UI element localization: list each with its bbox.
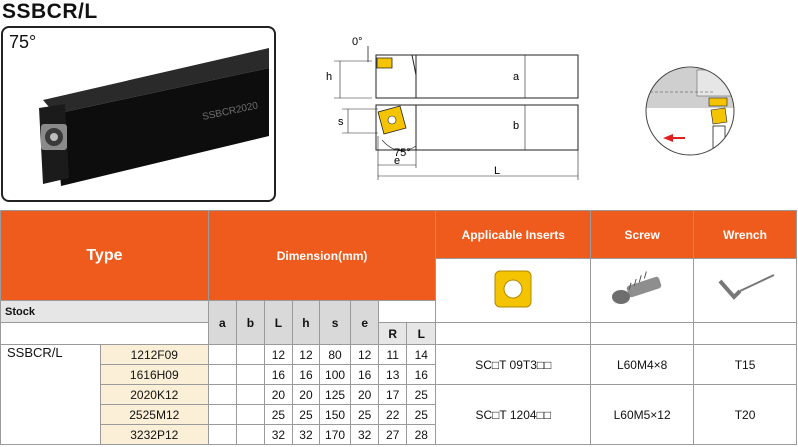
wrench-spacer [693,322,797,345]
table-row: 2020K12 20 20 125 20 17 25 SC□T 1204□□ L… [1,384,797,445]
dimension-value: 22 [378,404,408,425]
screw-icon [612,271,662,304]
dimension-value: 32 [291,424,320,445]
label-b: b [513,120,519,132]
dimension-value: 27 [378,424,408,445]
empty-cell [207,344,237,365]
insert-image-cell [435,258,592,323]
insert-code: SC□T 09T3□□ [435,344,592,385]
approach-angle-label: 75° [9,32,37,52]
screw-code: L60M5×12 [590,384,695,445]
col-h: h [291,300,320,345]
model-code: 1212F09 [99,344,209,365]
header-stock: Stock [0,300,209,323]
header-applicable-inserts: Applicable Inserts [435,210,592,259]
wrench-icon [718,274,775,300]
dimension-value: 150 [318,404,352,425]
dimension-value: 80 [318,344,352,365]
model-code: 2020K12 [99,384,209,405]
dimension-value: 25 [263,404,293,425]
wrench-image-cell [693,258,797,323]
table-row: SSBCR/L 1212F09 12 12 80 12 11 14 SC□T 0… [0,344,797,445]
label-L: L [494,165,500,177]
header-stock-R: R [378,322,408,345]
label-s: s [338,116,344,128]
dimension-value: 14 [406,344,437,365]
dimension-value: 32 [263,424,293,445]
dimension-value: 12 [291,344,320,365]
machining-detail-view [645,66,735,156]
header-dimension: Dimension(mm) [207,210,437,301]
screw-image-cell [590,258,695,323]
dimension-value: 20 [263,384,293,405]
dimension-value: 25 [350,404,380,425]
header-type: Type [0,210,209,301]
screw-spacer [590,322,695,345]
label-angle-75: 75° [394,147,411,159]
dimension-value: 16 [291,364,320,385]
label-h: h [326,71,332,83]
empty-cell [207,384,237,405]
dimension-value: 16 [350,364,380,385]
label-e: e [394,155,400,167]
table-row: 2525M12 25 25 150 25 22 25 [1,404,797,425]
header-stock-L: L [406,322,437,345]
col-L: L [263,300,293,345]
col-e: e [350,300,380,345]
specification-table: Type Dimension(mm) Applicable Inserts Sc… [0,210,797,445]
col-b: b [235,300,265,345]
table-row: 3232P12 32 32 170 32 27 28 [1,424,797,445]
type-name: SSBCR/L [0,344,101,445]
model-code: 3232P12 [99,424,209,445]
dimension-value: 16 [406,364,437,385]
model-code: 1616H09 [99,364,209,385]
header-wrench: Wrench [693,210,797,259]
product-photo: 75° SSBCR2020 [1,26,276,202]
dimension-value: 11 [378,344,408,365]
empty-cell [235,344,265,365]
dimension-value: 25 [291,404,320,425]
dimension-value: 170 [318,424,352,445]
page-title: SSBCR/L [2,0,98,23]
dimension-value: 20 [350,384,380,405]
dimension-value: 25 [406,384,437,405]
tool-holder-image: SSBCR2020 [39,48,269,186]
empty-cell [207,404,237,425]
empty-cell [235,384,265,405]
dimension-value: 12 [350,344,380,365]
col-a: a [207,300,237,345]
dimension-value: 16 [263,364,293,385]
dimension-value: 100 [318,364,352,385]
dimension-diagram: 0° h a s b 75° e L [326,36,579,180]
wrench-code: T15 [693,344,797,385]
insert-code: SC□T 1204□□ [435,384,592,445]
type-spacer [0,322,209,345]
dimension-value: 125 [318,384,352,405]
label-a: a [513,71,520,83]
wrench-code: T20 [693,384,797,445]
col-s: s [318,300,352,345]
empty-cell [235,404,265,425]
dimension-value: 20 [291,384,320,405]
empty-cell [207,424,237,445]
label-angle-0: 0° [352,36,363,48]
empty-cell [235,424,265,445]
screw-code: L60M4×8 [590,344,695,385]
empty-cell [235,364,265,385]
dimension-value: 25 [406,404,437,425]
header-screw: Screw [590,210,695,259]
dimension-value: 17 [378,384,408,405]
dimension-value: 12 [263,344,293,365]
dimension-value: 28 [406,424,437,445]
model-code: 2525M12 [99,404,209,425]
table-row: 1616H09 16 16 100 16 13 16 [1,364,797,385]
square-insert-icon [494,270,532,308]
empty-cell [207,364,237,385]
insert-spacer [435,322,592,345]
dimension-value: 13 [378,364,408,385]
dimension-value: 32 [350,424,380,445]
